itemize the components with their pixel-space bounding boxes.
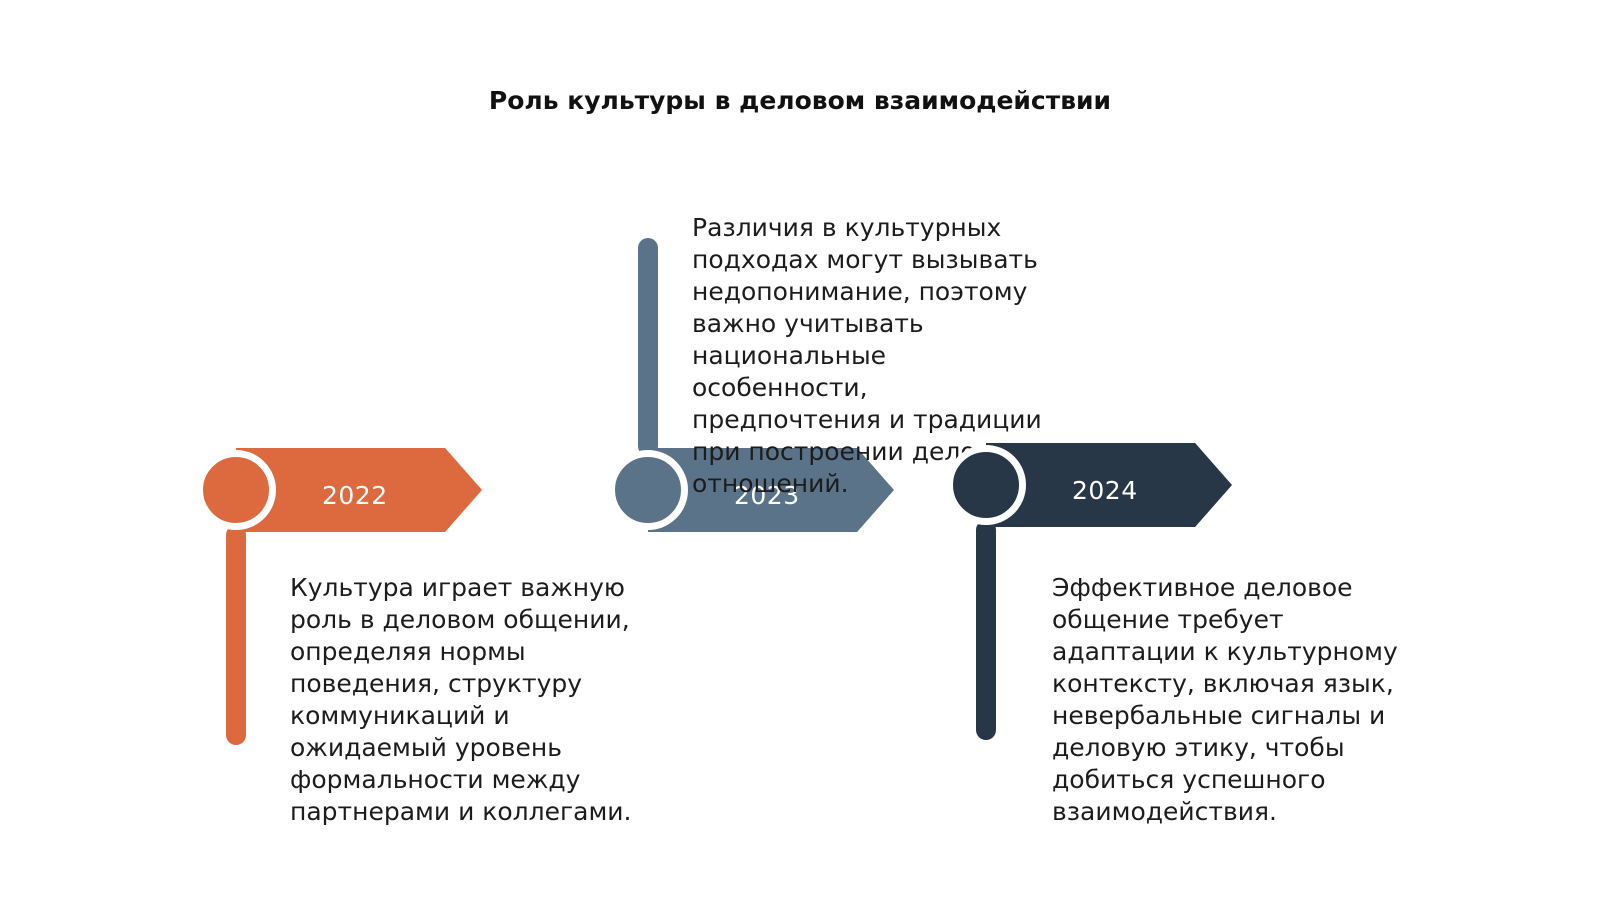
stem-2024 — [976, 520, 996, 740]
dot-2023 — [608, 450, 688, 530]
dot-2024 — [946, 445, 1026, 525]
year-label-2024: 2024 — [1072, 476, 1138, 505]
diagram-title: Роль культуры в деловом взаимодействии — [488, 86, 1112, 115]
description-2022: Культура играет важную роль в деловом об… — [290, 573, 632, 826]
stem-2022 — [226, 525, 246, 745]
stem-2023 — [638, 238, 658, 456]
arrow-2023 — [648, 448, 894, 532]
year-label-2023: 2023 — [734, 481, 800, 510]
arrow-2024 — [986, 443, 1232, 527]
dot-2022 — [196, 450, 276, 530]
description-2023: Различия в культурных подходах могут выз… — [692, 213, 1042, 498]
year-label-2022: 2022 — [322, 481, 388, 510]
description-2024: Эффективное деловое общение требует адап… — [1052, 573, 1398, 826]
arrow-2022 — [236, 448, 482, 532]
